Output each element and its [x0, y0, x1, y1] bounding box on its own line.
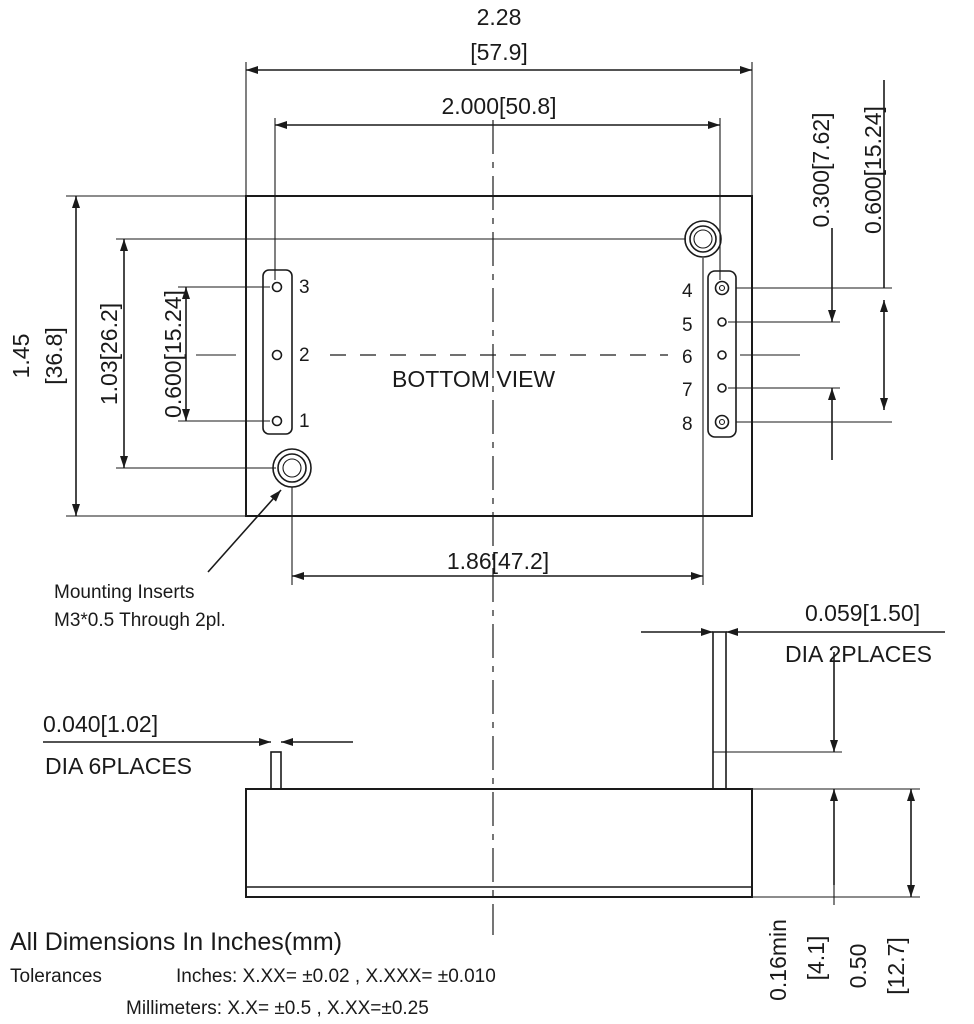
side-body — [245, 788, 753, 898]
small-pin-dia-callout: 0.040[1.02] DIA 6PLACES — [43, 711, 353, 779]
pin-1: 1 — [271, 411, 310, 432]
side-pin-small — [270, 751, 282, 790]
large-pin-dia-callout: 0.059[1.50] DIA 2PLACES — [641, 600, 945, 667]
svg-text:5: 5 — [682, 315, 693, 336]
svg-text:0.059[1.50]: 0.059[1.50] — [805, 600, 920, 626]
pin-3: 3 — [271, 277, 310, 298]
pin-length-dimension: 0.16min [4.1] — [726, 652, 842, 1001]
tolerance-inches: Inches: X.XX= ±0.02 , X.XXX= ±0.010 — [176, 966, 496, 987]
tolerance-label: Tolerances — [10, 966, 102, 987]
pin-row-span-dimension: 2.000[50.8] — [274, 93, 721, 280]
mounting-insert-top — [684, 220, 722, 258]
svg-text:0.600[15.24]: 0.600[15.24] — [860, 106, 886, 234]
side-view — [245, 631, 753, 898]
svg-text:[57.9]: [57.9] — [470, 39, 528, 65]
svg-text:7: 7 — [682, 380, 693, 401]
svg-text:0.16min: 0.16min — [765, 919, 791, 1001]
overall-width-dimension: 2.28 [57.9] — [245, 4, 753, 196]
mounting-insert-bottom — [272, 448, 312, 488]
svg-text:0.040[1.02]: 0.040[1.02] — [43, 711, 158, 737]
insert-span-dimension: 1.86[47.2] — [291, 258, 704, 585]
left-pin-pitch-dimension: 0.600[15.24] — [160, 286, 270, 422]
svg-text:1.45: 1.45 — [8, 334, 34, 379]
insert-vertical-dimension: 1.03[26.2] — [96, 238, 686, 469]
svg-text:2.28: 2.28 — [477, 4, 522, 30]
right-pitch-large-dimension: 0.600[15.24] — [736, 80, 892, 423]
svg-text:3: 3 — [299, 277, 310, 298]
svg-text:Mounting Inserts: Mounting Inserts — [54, 582, 194, 603]
svg-text:[12.7]: [12.7] — [883, 937, 909, 995]
left-pin-housing — [262, 269, 293, 435]
module-outline — [245, 195, 753, 517]
svg-text:[4.1]: [4.1] — [803, 936, 829, 981]
pin-4: 4 — [682, 280, 730, 302]
body-height-dimension: 0.50 [12.7] — [752, 788, 920, 995]
svg-text:8: 8 — [682, 414, 693, 435]
svg-text:4: 4 — [682, 281, 693, 302]
svg-text:DIA 6PLACES: DIA 6PLACES — [45, 753, 192, 779]
pin-2: 2 — [271, 345, 310, 366]
pin-7: 7 — [682, 380, 727, 401]
svg-text:0.50: 0.50 — [845, 944, 871, 989]
side-pin-large — [712, 631, 727, 790]
pin-8: 8 — [682, 414, 730, 435]
svg-text:1.86[47.2]: 1.86[47.2] — [447, 548, 549, 574]
tolerance-mm: Millimeters: X.X= ±0.5 , X.XX=±0.25 — [126, 998, 429, 1019]
mounting-inserts-callout: Mounting Inserts M3*0.5 Through 2pl. — [54, 489, 282, 631]
svg-text:6: 6 — [682, 347, 693, 368]
bottom-view: 3 2 1 4 5 6 7 8 — [196, 120, 800, 935]
svg-text:M3*0.5 Through 2pl.: M3*0.5 Through 2pl. — [54, 610, 226, 631]
dimension-notes: All Dimensions In Inches(mm) Tolerances … — [10, 928, 496, 1019]
svg-text:1.03[26.2]: 1.03[26.2] — [96, 303, 122, 405]
right-pitch-small-dimension: 0.300[7.62] — [728, 112, 840, 460]
right-pin-housing — [707, 270, 737, 438]
svg-text:0.600[15.24]: 0.600[15.24] — [160, 290, 186, 418]
svg-text:2.000[50.8]: 2.000[50.8] — [441, 93, 556, 119]
svg-text:[36.8]: [36.8] — [41, 327, 67, 385]
svg-text:DIA 2PLACES: DIA 2PLACES — [785, 641, 932, 667]
pin-5: 5 — [682, 315, 727, 336]
pin-6: 6 — [682, 347, 727, 368]
svg-text:1: 1 — [299, 411, 310, 432]
overall-height-dimension: 1.45 [36.8] — [8, 195, 246, 517]
units-heading: All Dimensions In Inches(mm) — [10, 928, 342, 956]
view-label: BOTTOM VIEW — [392, 366, 555, 392]
svg-text:2: 2 — [299, 345, 310, 366]
svg-text:0.300[7.62]: 0.300[7.62] — [808, 112, 834, 227]
